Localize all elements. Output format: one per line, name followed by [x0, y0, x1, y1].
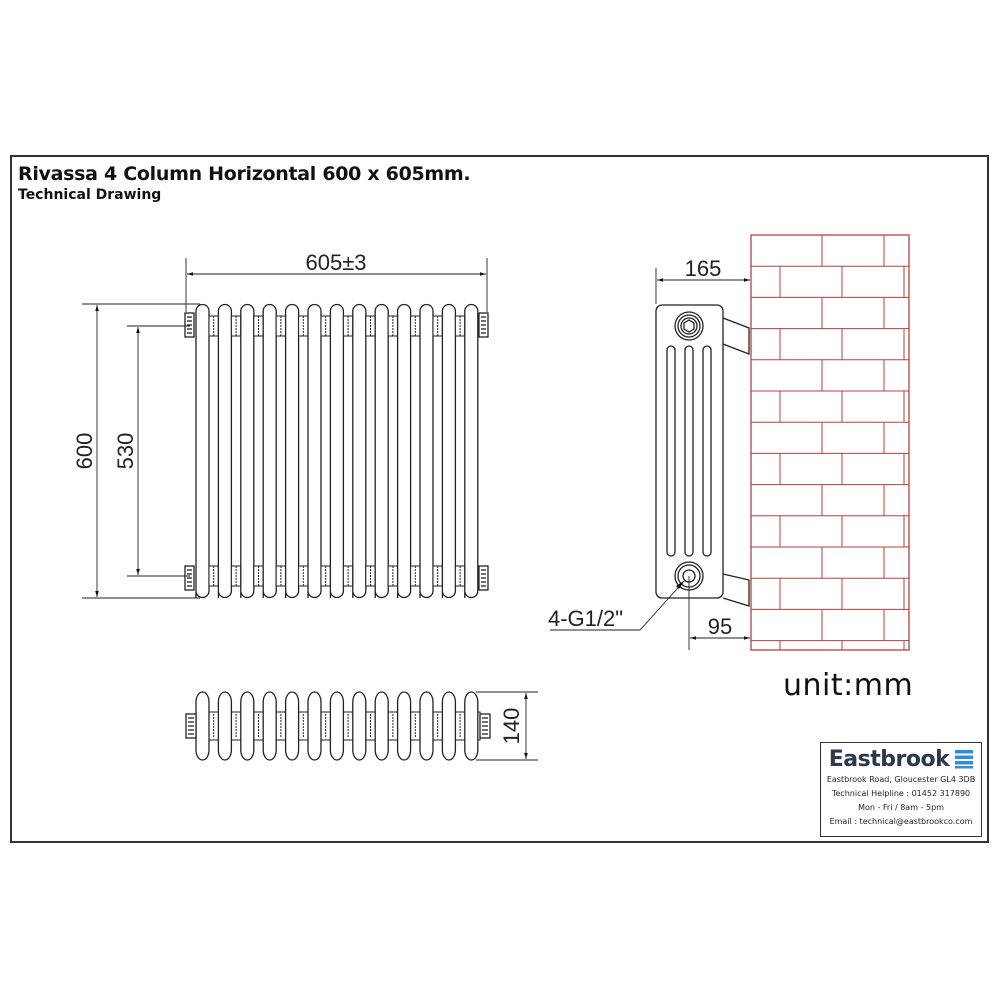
front-column	[352, 303, 367, 599]
height-dimension-label: 600	[72, 433, 97, 470]
top-view	[185, 691, 538, 761]
drawing-subtitle: Technical Drawing	[18, 187, 162, 203]
top-right-plug	[479, 713, 491, 739]
front-column	[419, 303, 434, 599]
company-address: Eastbrook Road, Gloucester GL4 3DB	[826, 775, 976, 784]
top-column	[307, 691, 322, 761]
front-left-plug-bottom	[184, 565, 195, 591]
connection-size-label: 4-G1/2"	[548, 606, 623, 631]
drawing-title: Rivassa 4 Column Horizontal 600 x 605mm.	[18, 163, 471, 185]
front-column	[464, 303, 479, 599]
top-column	[217, 691, 233, 761]
front-left-plug-top	[184, 312, 195, 338]
front-column	[217, 303, 233, 599]
eastbrook-waves-icon	[955, 750, 974, 769]
front-column	[374, 303, 389, 599]
front-column	[329, 303, 345, 599]
top-left-plug	[185, 713, 197, 739]
brick-wall	[750, 234, 910, 651]
top-column	[374, 691, 389, 761]
company-email: Email : technical@eastbrookco.com	[829, 817, 973, 826]
company-info-box: Eastbrook Eastbrook Road, Gloucester GL4…	[820, 742, 982, 837]
top-column	[352, 691, 367, 761]
front-column	[262, 303, 277, 599]
wall-to-front-dimension-label: 165	[685, 256, 722, 281]
drawing-frame	[10, 155, 989, 843]
top-column	[464, 691, 479, 761]
brand-name: Eastbrook	[828, 746, 950, 772]
front-column	[441, 303, 457, 599]
front-right-plug-bottom	[478, 565, 489, 591]
front-column	[307, 303, 322, 599]
top-view-columns	[195, 691, 479, 761]
width-dimension-label: 605±3	[305, 250, 366, 275]
front-column	[284, 303, 300, 599]
company-hours: Mon - Fri / 8am - 5pm	[858, 803, 944, 812]
front-column	[240, 303, 255, 599]
pipe-centres-dimension-label: 530	[113, 433, 138, 470]
unit-label: unit:mm	[783, 668, 914, 703]
front-right-plug-top	[478, 312, 489, 338]
brand-row: Eastbrook	[821, 745, 981, 773]
top-column	[262, 691, 277, 761]
top-column	[441, 691, 457, 761]
top-column	[240, 691, 255, 761]
top-column	[419, 691, 434, 761]
front-view	[82, 258, 489, 599]
front-view-columns	[195, 303, 479, 599]
front-column	[396, 303, 412, 599]
top-column	[195, 691, 210, 761]
top-column	[329, 691, 345, 761]
depth-dimension-label: 140	[499, 708, 524, 745]
wall-to-pipe-dimension-label: 95	[708, 614, 732, 639]
company-helpline: Technical Helpline : 01452 317890	[831, 789, 971, 798]
top-column	[396, 691, 412, 761]
front-column	[195, 303, 210, 599]
top-column	[284, 691, 300, 761]
side-view	[550, 268, 750, 650]
